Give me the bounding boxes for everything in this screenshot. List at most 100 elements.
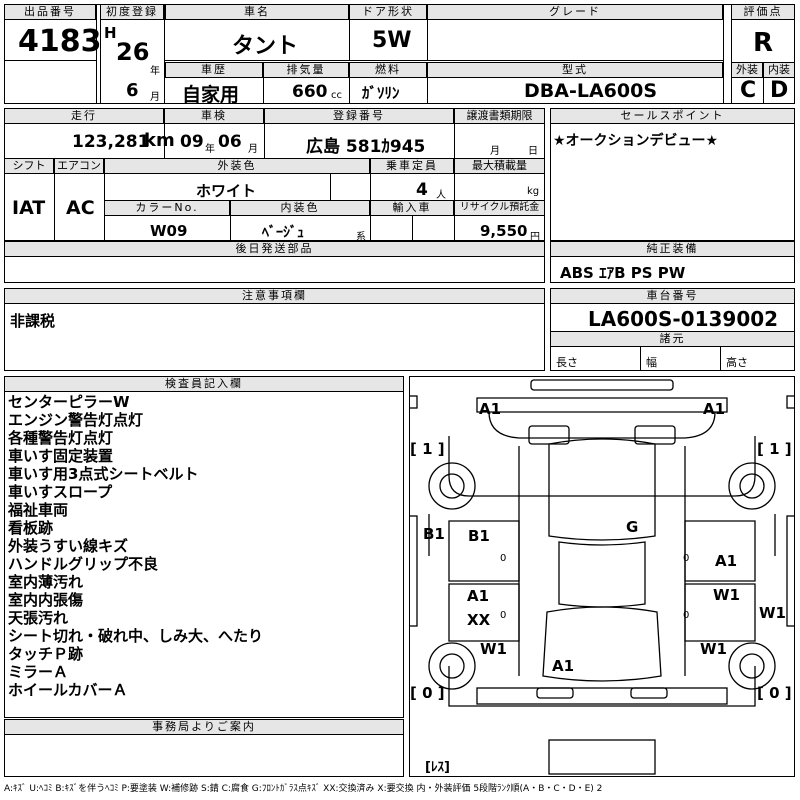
inspector-note: シート切れ・破れ中、しみ大、へたり <box>8 627 264 645</box>
tire-rear-left: [ 0 ] <box>410 684 445 702</box>
shift: IAT <box>12 197 46 219</box>
transfer-label: 譲渡書類期限 <box>454 108 545 124</box>
exterior-score: C <box>740 78 757 103</box>
year-unit: 年 <box>150 66 160 77</box>
reg-month: 6 <box>126 80 139 101</box>
inspector-note: 福祉車両 <box>8 501 69 519</box>
door-type: 5W <box>372 28 412 53</box>
color: ホワイト <box>196 182 257 200</box>
damage-a1-rear: A1 <box>552 657 575 675</box>
load-label: 最大積載量 <box>454 158 545 174</box>
caution-label: 注意事項欄 <box>4 288 545 304</box>
capacity: 4 <box>416 180 428 200</box>
insp-month: 06 <box>218 132 242 152</box>
month-unit: 月 <box>150 92 160 103</box>
inspector-note: エンジン警告灯点灯 <box>8 411 144 429</box>
sales-point: ★オークションデビュー★ <box>553 133 719 149</box>
inspector-label: 検査員記入欄 <box>4 376 404 392</box>
legend: A:ｷｽﾞ U:ﾍｺﾐ B:ｷｽﾞを伴うﾍｺﾐ P:要塗装 W:補修跡 S:錆 … <box>4 784 603 794</box>
displacement: 660 <box>292 82 328 102</box>
office-label: 事務局よりご案内 <box>4 719 404 735</box>
inspector-note: 車いすスロープ <box>8 483 113 501</box>
inspector-note: 各種警告灯点灯 <box>8 429 114 447</box>
capacity-label: 乗車定員 <box>370 158 454 174</box>
history: 自家用 <box>182 84 240 106</box>
lot-number: 4183 <box>18 24 102 59</box>
insp-year: 09 <box>180 132 204 152</box>
damage-w1-right-rear: W1 <box>713 586 740 604</box>
recycle-unit: 円 <box>530 232 540 243</box>
length-label: 長さ <box>556 356 578 369</box>
reg-year: 26 <box>116 38 150 66</box>
damage-a1-right-door: A1 <box>715 552 738 570</box>
inspector-note: ホイールカバーＡ <box>8 681 128 699</box>
exterior-label: 外装 <box>731 62 763 78</box>
color-no-label: カラーNo. <box>104 200 230 216</box>
shift-label: シフト <box>4 158 54 174</box>
interior-color: ﾍﾞｰｼﾞｭ <box>262 225 304 241</box>
inspector-note: 車いす固定装置 <box>8 447 114 465</box>
transfer-day-unit: 日 <box>528 146 538 157</box>
damage-b1-side: B1 <box>423 525 445 543</box>
fuel-label: 燃料 <box>349 62 427 78</box>
displacement-unit: cc <box>331 90 342 101</box>
lot-label: 出品番号 <box>4 4 96 20</box>
interior-label: 内装 <box>763 62 795 78</box>
damage-w1-left-fender: W1 <box>480 640 507 658</box>
ac-label: エアコン <box>54 158 104 174</box>
inspection-label: 車検 <box>164 108 264 124</box>
spare-tire: [ﾚｽ] <box>425 760 450 775</box>
mileage-label: 走行 <box>4 108 164 124</box>
insp-year-unit: 年 <box>205 144 215 155</box>
interior-color-suffix: 系 <box>356 232 366 243</box>
mark-zero-1: 0 <box>500 553 507 564</box>
specs-label: 諸元 <box>550 331 795 347</box>
import-label: 輸入車 <box>370 200 454 216</box>
equipment-label: 純正装備 <box>550 241 795 257</box>
width-label: 幅 <box>646 356 657 369</box>
inspector-note: ハンドルグリップ不良 <box>8 555 159 573</box>
inspector-note: 室内薄汚れ <box>8 573 84 591</box>
ac: AC <box>66 197 95 219</box>
mark-zero-2: 0 <box>683 553 690 564</box>
damage-g-windshield: G <box>626 518 639 536</box>
damage-b1-door: B1 <box>468 527 490 545</box>
car-name: タント <box>232 34 299 59</box>
inspector-note: センターピラーW <box>8 393 130 411</box>
later-parts-label: 後日発送部品 <box>4 241 545 257</box>
score-label: 評価点 <box>731 4 795 20</box>
interior-color-label: 内装色 <box>230 200 370 216</box>
interior-score: D <box>770 78 789 103</box>
damage-a1-left-rear: A1 <box>467 587 490 605</box>
displacement-label: 排気量 <box>263 62 349 78</box>
score: R <box>753 28 774 58</box>
tire-front-left: [ 1 ] <box>410 440 445 458</box>
door-label: ドア形状 <box>349 4 427 20</box>
chassis-label: 車台番号 <box>550 288 795 304</box>
era: H <box>104 24 117 42</box>
plate: 広島 581ｶ945 <box>306 137 426 157</box>
mileage-unit: km <box>144 130 175 151</box>
grade-label: グレード <box>427 4 723 20</box>
load-unit: kg <box>527 186 540 197</box>
car-name-label: 車名 <box>165 4 349 20</box>
car-diagram <box>409 379 795 775</box>
color-no: W09 <box>150 222 188 240</box>
damage-a1-front-left: A1 <box>479 400 502 418</box>
damage-xx: XX <box>467 611 491 629</box>
fuel: ｶﾞｿﾘﾝ <box>362 84 400 102</box>
model: DBA-LA600S <box>524 80 657 102</box>
height-label: 高さ <box>726 356 748 369</box>
inspector-note: 外装うすい線キズ <box>8 537 129 555</box>
damage-w1-right-side: W1 <box>759 604 786 622</box>
plate-label: 登録番号 <box>264 108 454 124</box>
sales-point-label: セールスポイント <box>550 108 795 124</box>
tire-rear-right: [ 0 ] <box>757 684 792 702</box>
mark-zero-3: 0 <box>500 610 507 621</box>
chassis-number: LA600S-0139002 <box>588 307 779 331</box>
damage-a1-front-right: A1 <box>703 400 726 418</box>
inspector-note: ミラーＡ <box>8 663 69 681</box>
recycle-label: リサイクル預託金 <box>454 200 545 216</box>
model-label: 型式 <box>427 62 723 78</box>
